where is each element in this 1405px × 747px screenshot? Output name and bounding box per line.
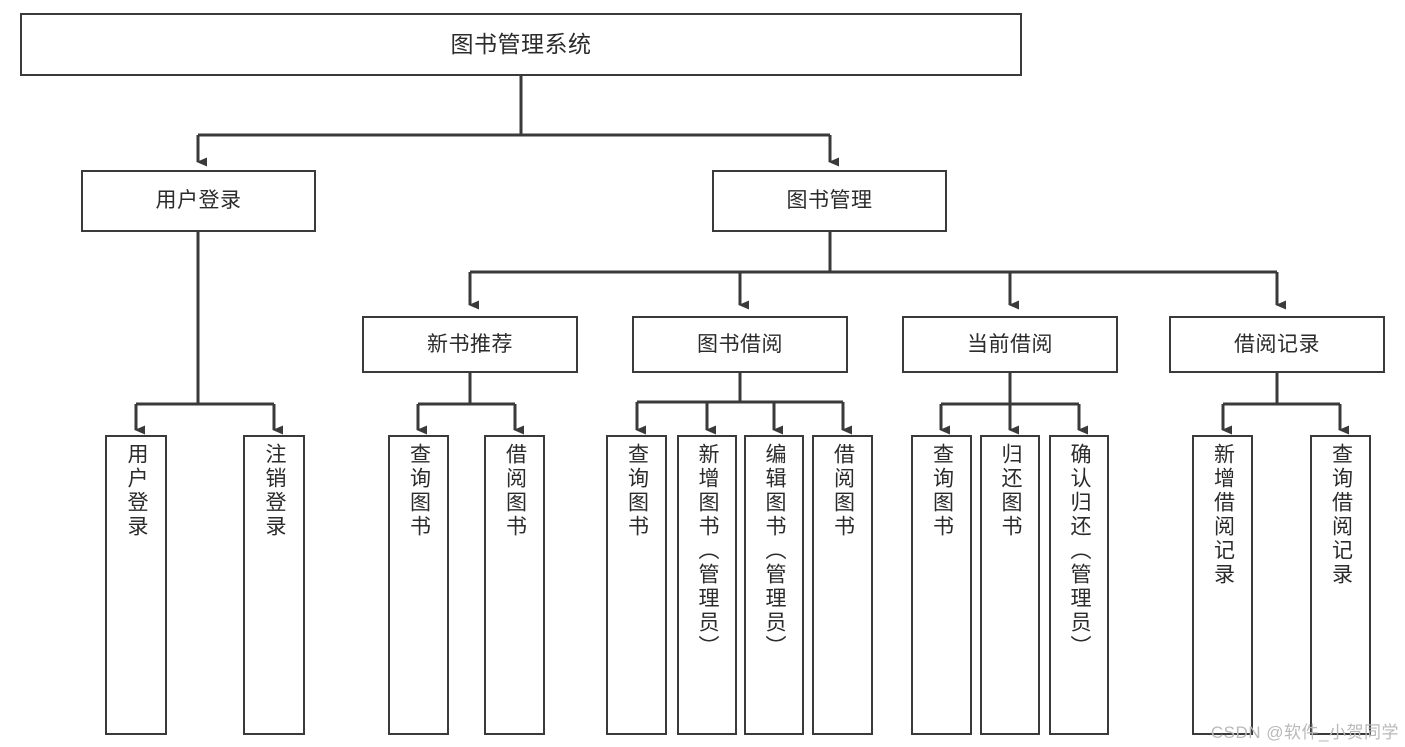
node-leaf-logout-label: 注销登录 [263, 443, 287, 539]
node-book-borrow-label: 图书借阅 [697, 332, 783, 356]
node-book-manage[interactable]: 图书管理 [712, 170, 947, 232]
node-leaf-return-book[interactable]: 归还图书 [980, 435, 1040, 735]
node-leaf-query-book-3[interactable]: 查询图书 [911, 435, 972, 735]
node-leaf-borrow-book-2[interactable]: 借阅图书 [812, 435, 873, 735]
node-new-book-rec-label: 新书推荐 [427, 332, 513, 356]
watermark: CSDN @软件_小贺同学 [1210, 723, 1399, 742]
node-book-manage-label: 图书管理 [786, 189, 873, 213]
node-current-borrow-label: 当前借阅 [967, 332, 1053, 356]
node-leaf-borrow-book-2-label: 借阅图书 [831, 443, 855, 539]
node-leaf-query-book-1-label: 查询图书 [407, 443, 431, 539]
node-leaf-logout[interactable]: 注销登录 [243, 435, 305, 735]
node-leaf-return-book-label: 归还图书 [999, 443, 1023, 539]
node-borrow-record[interactable]: 借阅记录 [1169, 316, 1385, 373]
node-user-login[interactable]: 用户登录 [81, 170, 316, 232]
node-leaf-user-login-label: 用户登录 [125, 443, 149, 539]
node-leaf-query-record[interactable]: 查询借阅记录 [1310, 435, 1371, 735]
node-leaf-confirm-return-label: 确认归还（管理员） [1068, 443, 1092, 659]
node-leaf-query-book-2-label: 查询图书 [625, 443, 649, 539]
node-leaf-edit-book-label: 编辑图书（管理员） [763, 443, 787, 659]
node-leaf-add-record[interactable]: 新增借阅记录 [1192, 435, 1253, 735]
node-leaf-add-book-label: 新增图书（管理员） [696, 443, 720, 659]
node-leaf-query-book-2[interactable]: 查询图书 [606, 435, 667, 735]
node-leaf-add-record-label: 新增借阅记录 [1211, 443, 1235, 587]
node-leaf-user-login[interactable]: 用户登录 [105, 435, 167, 735]
node-root[interactable]: 图书管理系统 [20, 13, 1022, 76]
node-leaf-add-book[interactable]: 新增图书（管理员） [677, 435, 737, 735]
node-leaf-edit-book[interactable]: 编辑图书（管理员） [744, 435, 804, 735]
node-book-borrow[interactable]: 图书借阅 [632, 316, 848, 373]
node-leaf-query-book-3-label: 查询图书 [930, 443, 954, 539]
node-leaf-borrow-book-1[interactable]: 借阅图书 [484, 435, 545, 735]
node-borrow-record-label: 借阅记录 [1234, 332, 1320, 356]
node-leaf-query-book-1[interactable]: 查询图书 [388, 435, 449, 735]
node-leaf-borrow-book-1-label: 借阅图书 [503, 443, 527, 539]
node-user-login-label: 用户登录 [155, 189, 242, 213]
node-leaf-confirm-return[interactable]: 确认归还（管理员） [1049, 435, 1109, 735]
node-new-book-rec[interactable]: 新书推荐 [362, 316, 578, 373]
node-leaf-query-record-label: 查询借阅记录 [1329, 443, 1353, 587]
node-root-label: 图书管理系统 [450, 30, 592, 57]
node-current-borrow[interactable]: 当前借阅 [902, 316, 1118, 373]
